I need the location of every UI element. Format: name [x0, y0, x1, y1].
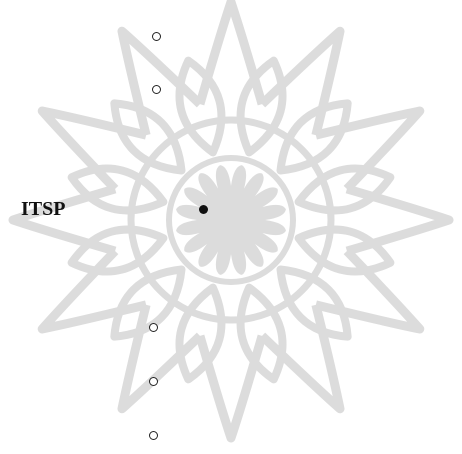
- rosette-outer-petal: [347, 189, 449, 251]
- rosette-mid-lens: [72, 230, 164, 272]
- rosette-mid-lens: [241, 288, 283, 380]
- itsp-label: ITSP: [21, 197, 65, 221]
- rosette-outer-petal: [200, 2, 262, 104]
- rosette-outer-petal: [200, 336, 262, 438]
- rosette-mid-lens: [179, 288, 221, 380]
- rosette-mid-lens: [299, 168, 391, 210]
- marker-open-1: [152, 32, 161, 41]
- rosette-mid-lens: [299, 230, 391, 272]
- rosette-mid-lens: [72, 168, 164, 210]
- marker-open-5: [149, 431, 158, 440]
- rosette-mid-lens: [179, 61, 221, 153]
- marker-open-4: [149, 377, 158, 386]
- rosette-mid-lens: [241, 61, 283, 153]
- marker-open-2: [152, 85, 161, 94]
- marker-open-3: [149, 323, 158, 332]
- marker-filled-center: [199, 205, 208, 214]
